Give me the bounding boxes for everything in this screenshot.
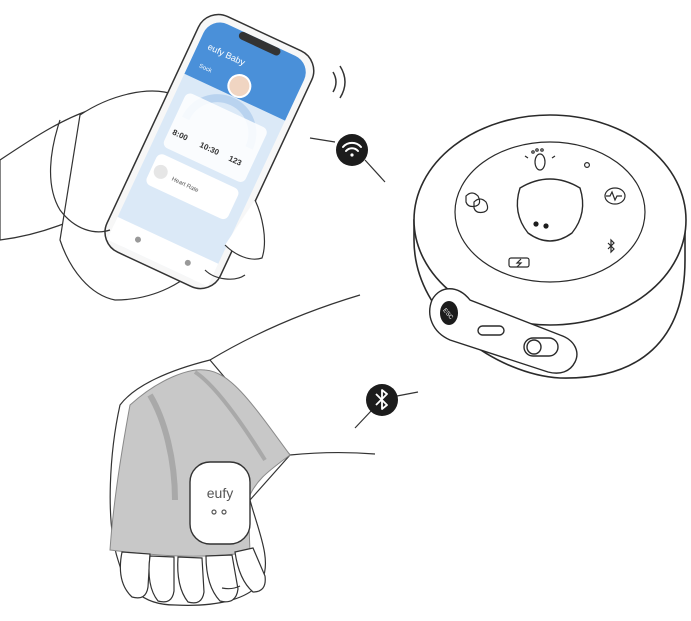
sock-brand-logo: eufy [207, 485, 233, 501]
bluetooth-badge [355, 384, 418, 428]
signal-waves-icon [333, 66, 345, 98]
power-switch-knob[interactable] [527, 340, 541, 354]
base-station: ESC [414, 115, 686, 378]
sensor-pod [190, 462, 250, 544]
wifi-badge [310, 134, 385, 182]
leg-with-sock: eufy [110, 295, 375, 605]
center-button[interactable] [517, 179, 582, 241]
